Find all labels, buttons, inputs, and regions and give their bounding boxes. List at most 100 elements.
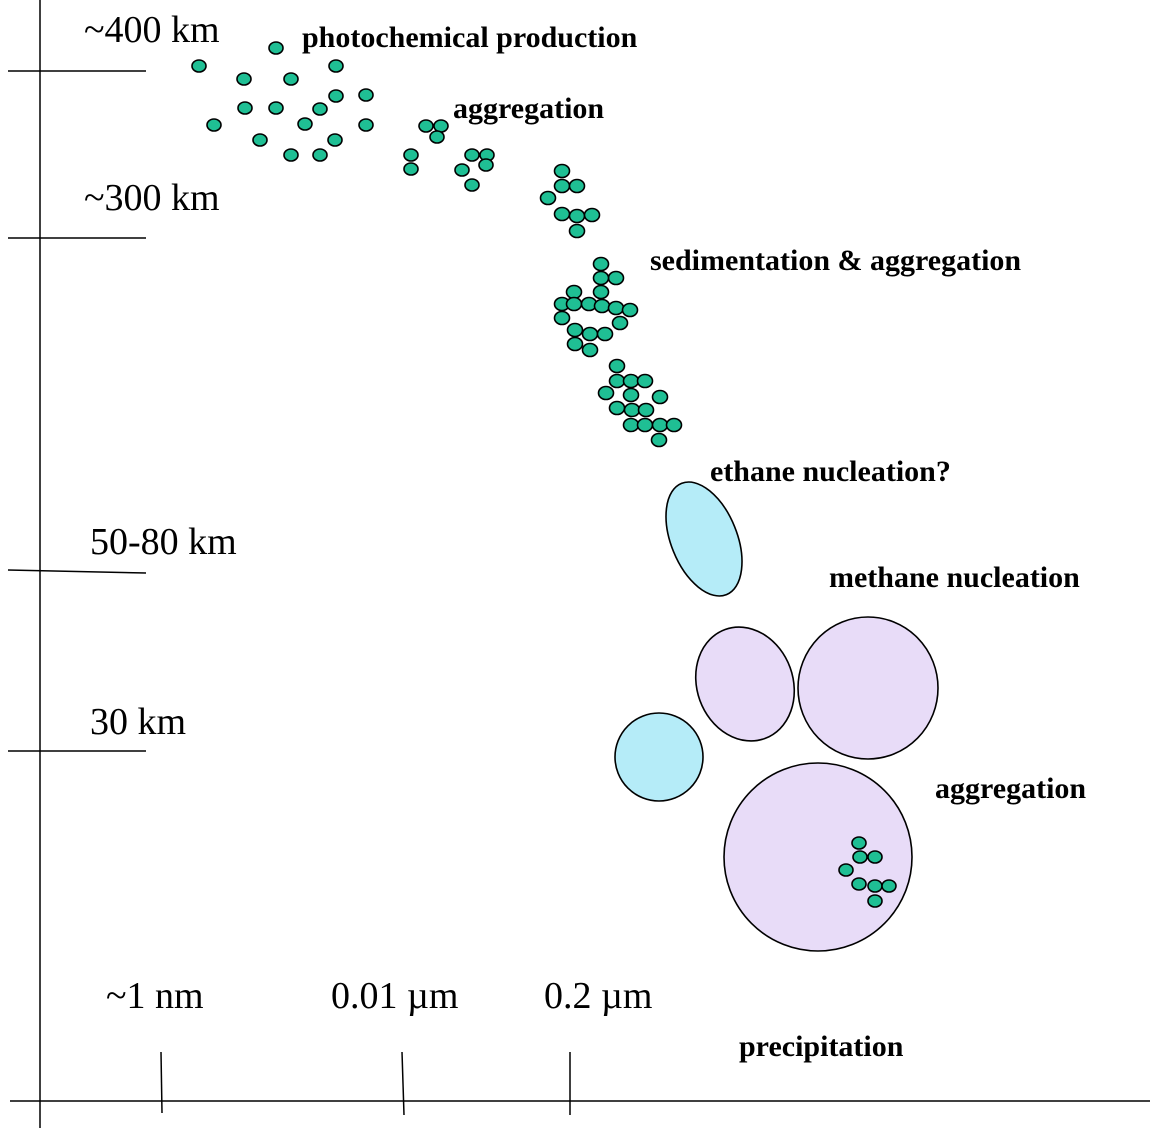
- haze-particle: [327, 133, 343, 147]
- haze-particle: [665, 417, 683, 433]
- aggregated-droplet: [723, 762, 913, 952]
- haze-particle: [636, 417, 654, 433]
- haze-particle: [867, 850, 883, 864]
- haze-particle: [651, 417, 669, 433]
- haze-particle: [403, 148, 419, 162]
- altitude-tick-50-80: [7, 569, 147, 574]
- haze-particle: [611, 315, 629, 331]
- haze-particle: [312, 148, 328, 162]
- haze-particle: [553, 163, 571, 179]
- haze-particle: [568, 178, 586, 194]
- haze-particle: [581, 326, 599, 342]
- haze-particle: [622, 373, 640, 389]
- haze-particle: [237, 101, 253, 115]
- size-tick-1nm: [160, 1051, 163, 1114]
- haze-particle: [429, 130, 445, 144]
- haze-particle: [565, 284, 583, 300]
- size-label: ~1 nm: [106, 975, 204, 1017]
- haze-particle: [418, 119, 434, 133]
- haze-particle: [283, 72, 299, 86]
- haze-particle: [651, 389, 669, 405]
- haze-particle: [191, 59, 207, 73]
- haze-particle: [236, 72, 252, 86]
- process-label: photochemical production: [302, 21, 638, 54]
- process-label: ethane nucleation?: [710, 455, 951, 488]
- haze-particle: [433, 119, 449, 133]
- haze-particle: [592, 284, 610, 300]
- haze-particle: [568, 223, 586, 239]
- haze-particle: [852, 850, 868, 864]
- haze-particle: [607, 300, 625, 316]
- haze-particle: [568, 208, 586, 224]
- haze-particle: [622, 417, 640, 433]
- haze-particle: [553, 178, 571, 194]
- haze-particle: [252, 133, 268, 147]
- haze-particle: [553, 310, 571, 326]
- haze-particle: [565, 296, 583, 312]
- methane-droplet: [797, 616, 939, 760]
- haze-particle: [583, 207, 601, 223]
- photochemical-particles: [191, 41, 374, 162]
- methane-droplet: [694, 626, 796, 742]
- haze-particle: [881, 879, 897, 893]
- haze-particle: [623, 402, 641, 418]
- process-label: aggregation: [935, 772, 1086, 805]
- haze-particle: [607, 270, 625, 286]
- haze-particle: [283, 148, 299, 162]
- haze-particle: [592, 270, 610, 286]
- haze-particle: [596, 326, 614, 342]
- haze-particle: [328, 89, 344, 103]
- size-label: 0.2 µm: [544, 975, 652, 1017]
- haze-particle: [566, 336, 584, 352]
- large-aggregate-cluster: [597, 358, 683, 448]
- ethane-droplet: [665, 481, 743, 597]
- sedimentation-cluster: [553, 256, 639, 358]
- haze-particle: [566, 322, 584, 338]
- altitude-label: 30 km: [90, 701, 186, 743]
- haze-particle: [464, 178, 480, 192]
- haze-particle: [608, 400, 626, 416]
- size-tick-0.01um: [401, 1051, 405, 1116]
- haze-particle: [539, 190, 557, 206]
- process-label: aggregation: [453, 92, 604, 125]
- haze-particle: [650, 432, 668, 448]
- haze-particle: [592, 256, 610, 272]
- aggregation-clusters: [403, 119, 495, 192]
- haze-particle: [581, 342, 599, 358]
- aggregate-cluster: [539, 163, 601, 239]
- altitude-label: ~300 km: [84, 177, 220, 219]
- haze-particle: [867, 894, 883, 908]
- haze-particle: [403, 162, 419, 176]
- haze-particle: [268, 101, 284, 115]
- haze-particle: [851, 877, 867, 891]
- haze-particle: [206, 118, 222, 132]
- haze-particle: [593, 298, 611, 314]
- process-label: sedimentation & aggregation: [650, 244, 1021, 277]
- haze-particle: [608, 358, 626, 374]
- size-label: 0.01 µm: [331, 975, 458, 1017]
- process-label: methane nucleation: [829, 561, 1080, 594]
- haze-particle: [637, 402, 655, 418]
- embedded-haze-cluster: [838, 836, 897, 908]
- process-label: precipitation: [739, 1030, 904, 1063]
- haze-particle: [312, 102, 328, 116]
- haze-particle: [454, 163, 470, 177]
- haze-particle: [464, 148, 480, 162]
- haze-particle: [636, 373, 654, 389]
- haze-particle: [478, 158, 494, 172]
- altitude-label: 50-80 km: [90, 521, 237, 563]
- haze-particle: [358, 118, 374, 132]
- haze-particle: [553, 206, 571, 222]
- haze-particle: [358, 88, 374, 102]
- ethane-droplet-small: [614, 712, 704, 802]
- haze-particle: [622, 387, 640, 403]
- haze-particle: [268, 41, 284, 55]
- altitude-label: ~400 km: [84, 9, 220, 51]
- haze-particle: [621, 302, 639, 318]
- haze-particle: [867, 879, 883, 893]
- haze-particle: [608, 373, 626, 389]
- haze-particle: [597, 385, 615, 401]
- haze-particle: [838, 863, 854, 877]
- haze-particle: [328, 59, 344, 73]
